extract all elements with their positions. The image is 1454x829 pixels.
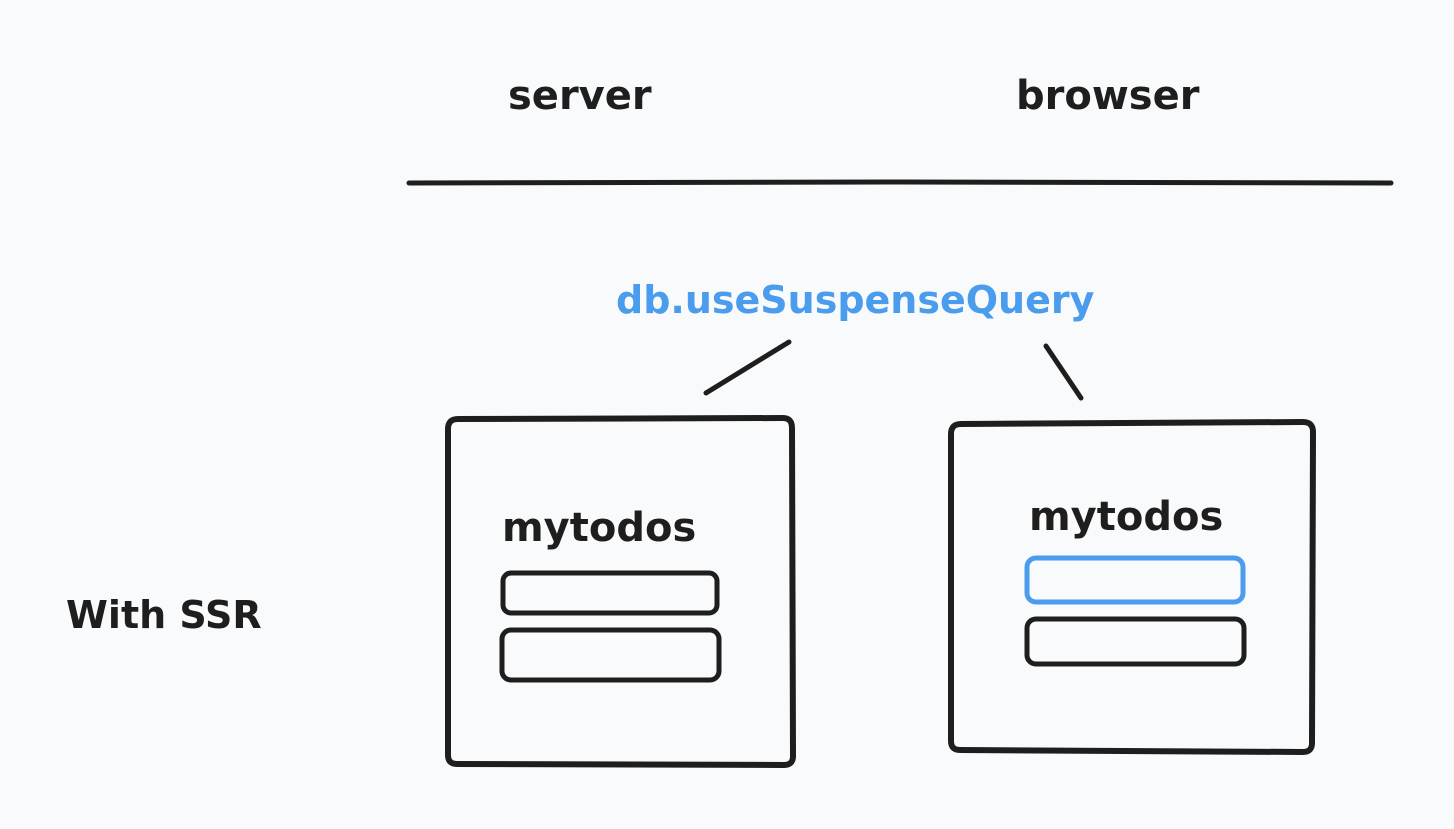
column-header-browser: browser <box>1016 73 1200 119</box>
query-label: db.useSuspenseQuery <box>616 278 1095 322</box>
connector-line-server <box>703 339 792 396</box>
column-divider-line <box>406 179 1394 186</box>
server-todo-item <box>500 570 720 616</box>
server-app-frame <box>445 415 796 768</box>
column-header-server: server <box>508 73 652 119</box>
row-label-ssr: With SSR <box>66 593 262 637</box>
browser-todo-item-highlighted <box>1024 555 1246 605</box>
server-app-title: mytodos <box>502 505 697 551</box>
browser-app-frame <box>948 419 1316 755</box>
browser-todo-item <box>1024 616 1247 667</box>
server-todo-item <box>499 627 722 683</box>
connector-line-browser <box>1043 343 1084 401</box>
browser-app-title: mytodos <box>1029 494 1224 540</box>
